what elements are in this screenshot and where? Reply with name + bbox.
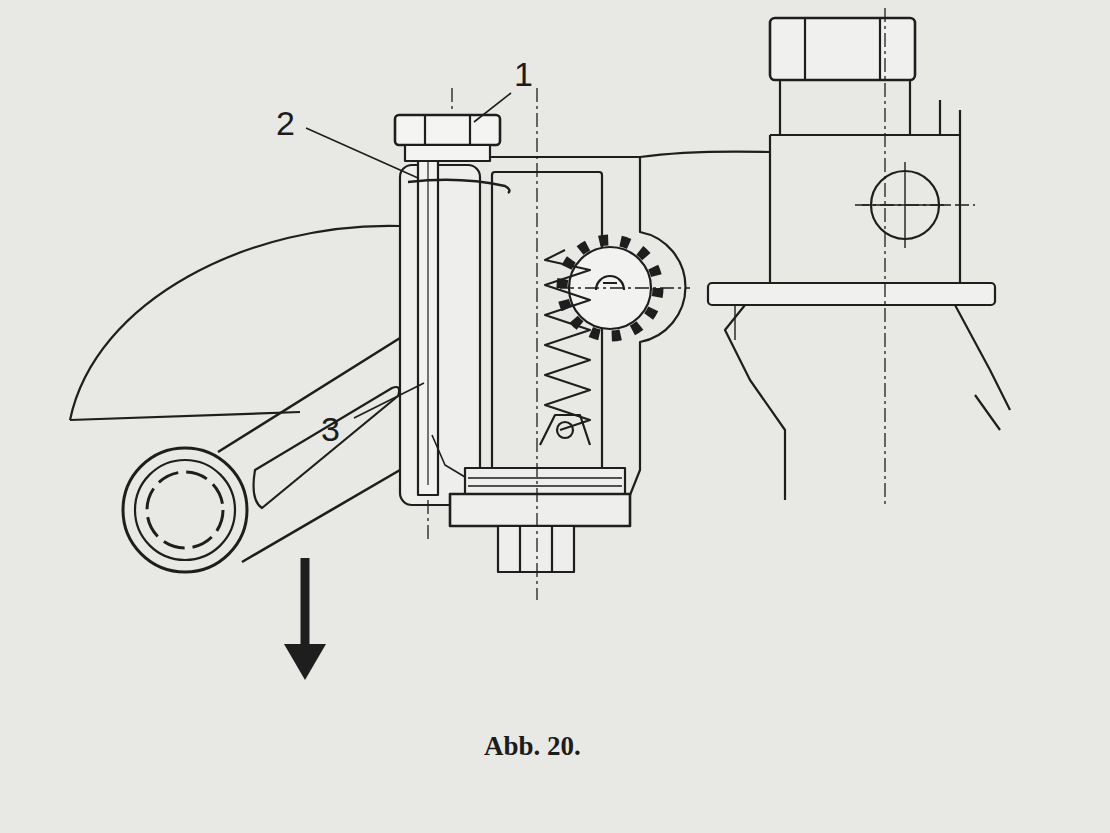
column-nut-flats bbox=[805, 18, 880, 80]
base-plate bbox=[465, 468, 625, 494]
column-edge bbox=[734, 305, 735, 340]
base-flange bbox=[450, 494, 630, 526]
callout-number: 2 bbox=[276, 106, 295, 140]
spring-seat bbox=[540, 415, 590, 445]
nut bbox=[498, 526, 574, 572]
callout-number: 1 bbox=[514, 57, 533, 91]
housing-tube bbox=[400, 165, 480, 505]
column-nut bbox=[770, 18, 915, 80]
column-collar bbox=[780, 80, 910, 135]
housing-body bbox=[460, 157, 685, 515]
centre-lines bbox=[428, 8, 975, 600]
bushing bbox=[147, 472, 223, 548]
bolt-flats bbox=[425, 115, 470, 145]
pin-line bbox=[427, 160, 428, 485]
column-body bbox=[770, 100, 960, 283]
bolt-head bbox=[395, 115, 500, 145]
nut-flats bbox=[520, 526, 552, 572]
cover-edge bbox=[70, 412, 300, 420]
column-flange bbox=[708, 283, 995, 305]
spring-clip bbox=[408, 180, 509, 193]
lever-eye-inner bbox=[135, 460, 235, 560]
leader-lines bbox=[306, 93, 511, 418]
mechanism-drawing bbox=[70, 8, 1010, 600]
cover-outline bbox=[70, 226, 400, 420]
housing-top bbox=[640, 152, 770, 157]
lever-slot bbox=[254, 387, 400, 508]
column-base bbox=[725, 305, 1010, 500]
bolt-washer bbox=[405, 145, 490, 161]
plate-lines bbox=[468, 478, 622, 486]
figure-caption: Abb. 20. bbox=[484, 733, 581, 760]
spring bbox=[545, 250, 590, 430]
callout-number: 3 bbox=[321, 412, 340, 446]
lever-eye bbox=[123, 448, 247, 572]
direction-arrow bbox=[284, 558, 326, 680]
spring-anchor bbox=[557, 422, 573, 438]
